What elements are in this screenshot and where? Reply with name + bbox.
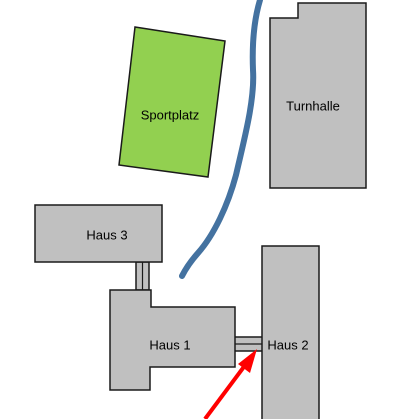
- turnhalle-label: Turnhalle: [286, 98, 340, 113]
- river: [179, 0, 263, 279]
- haus3-building: [34, 204, 163, 263]
- turnhalle-building: [269, 2, 367, 189]
- sportplatz-field: [118, 26, 226, 178]
- haus2-building: [261, 245, 320, 419]
- haus1-building: [109, 289, 236, 391]
- haus3-label: Haus 3: [86, 227, 127, 242]
- arrow-icon: [203, 349, 257, 419]
- haus1-label: Haus 1: [149, 337, 190, 352]
- sportplatz-label: Sportplatz: [141, 107, 200, 122]
- haus2-label: Haus 2: [267, 337, 308, 352]
